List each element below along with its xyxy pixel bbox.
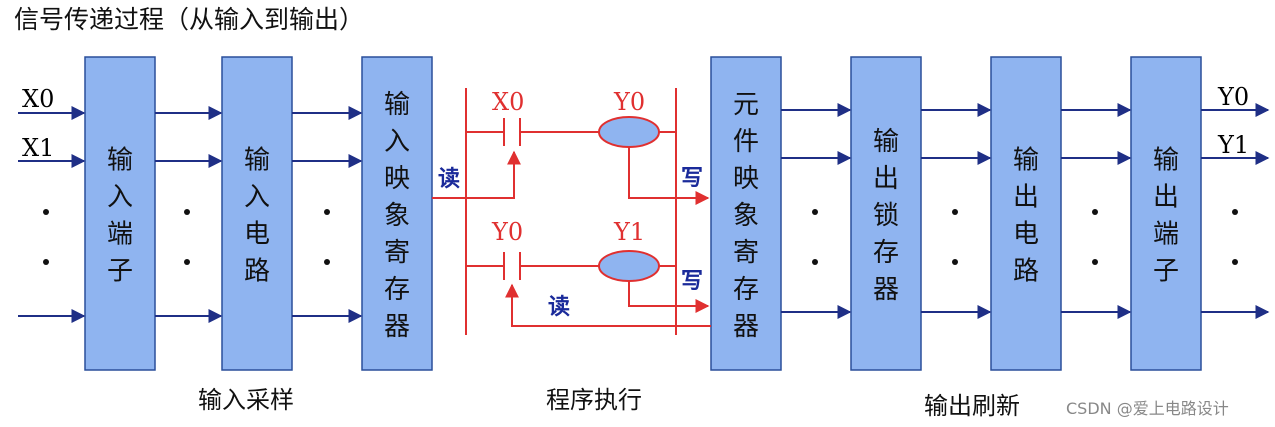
block-label-input-terminal: 输入端子 [107, 145, 133, 286]
rung1-coil [598, 116, 660, 148]
input-label-x1: X1 [22, 134, 54, 162]
block-output-terminal [1130, 56, 1202, 371]
watermark-text: CSDN @爱上电路设计 [1066, 399, 1229, 418]
write-arrow-y0 [628, 147, 710, 205]
block-label-input-circuit: 输入电路 [244, 145, 270, 286]
block-input-circuit [221, 56, 293, 371]
read-label-1: 读 [438, 167, 460, 192]
block-input-image-register [361, 56, 433, 371]
read-arrow-y0 [505, 283, 711, 327]
rung2-contact-label: Y0 [491, 218, 523, 246]
ladder-diagram [432, 88, 711, 335]
ellipsis-dots [43, 209, 1238, 265]
section-output-refresh: 输出刷新 [924, 392, 1020, 420]
block-labels: 输入端子 输入电路 输入映象寄存器 元件映象寄存器 输出锁存器 输出电路 输出端子 [107, 90, 1179, 342]
rung1-contact-label: X0 [492, 88, 524, 116]
block-label-output-terminal: 输出端子 [1153, 145, 1179, 286]
block-label-output-latch: 输出锁存器 [873, 127, 899, 305]
rung1-coil-label: Y0 [613, 88, 645, 116]
block-output-latch [850, 56, 922, 371]
block-label-input-image-register: 输入映象寄存器 [384, 90, 410, 342]
block-label-output-circuit: 输出电路 [1013, 145, 1039, 286]
write-arrow-y1 [628, 281, 710, 313]
block-label-element-image-register: 元件映象寄存器 [733, 90, 759, 342]
diagram-title: 信号传递过程（从输入到输出） [14, 5, 364, 34]
read-arrow-x0 [432, 150, 521, 199]
output-label-y0: Y0 [1217, 83, 1249, 111]
input-label-x0: X0 [22, 85, 54, 113]
rung2-coil-label: Y1 [613, 218, 645, 246]
block-input-terminal [84, 56, 156, 371]
section-input-sampling: 输入采样 [198, 386, 294, 414]
write-label-1: 写 [681, 166, 703, 191]
block-element-image-register [710, 56, 782, 371]
write-label-2: 写 [681, 269, 703, 294]
rung2-coil [598, 250, 660, 282]
read-label-2: 读 [548, 295, 570, 320]
section-program-execution: 程序执行 [546, 386, 642, 414]
output-label-y1: Y1 [1217, 131, 1249, 159]
block-output-circuit [990, 56, 1062, 371]
